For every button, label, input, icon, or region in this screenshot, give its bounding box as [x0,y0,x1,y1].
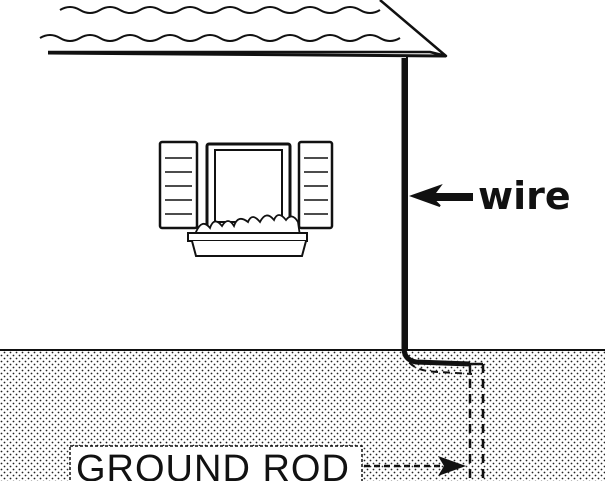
ground-rod-dashed [468,362,485,481]
right-shutter [297,140,334,230]
flowers [195,214,302,237]
ground-rod-label: GROUND ROD [76,448,350,481]
ground-rod-callout: GROUND ROD [69,445,466,481]
left-shutter [158,140,199,230]
wire-label: wire [478,174,571,218]
roof-shingle-line-2 [39,34,401,42]
roof-shingle-line-1 [59,6,381,14]
roof-eave [47,51,447,58]
window-frame [205,142,292,230]
window-with-shutters [158,140,334,257]
wire-underground [403,351,473,375]
wire-callout: wire [409,174,571,218]
arrow-left-icon [409,183,473,207]
ground-rod-label-box [69,445,363,481]
flower-box [187,214,308,257]
roof [39,0,448,58]
roof-shingle-line-3 [379,0,438,49]
wire [401,58,471,367]
roof-outline [48,0,448,58]
arrow-right-icon [438,456,466,476]
